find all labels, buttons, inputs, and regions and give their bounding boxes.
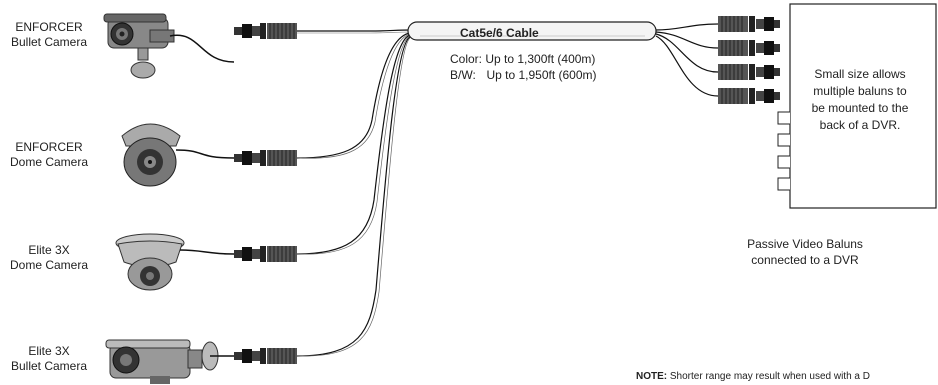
- camera-4-label: Elite 3X Bullet Camera: [10, 344, 88, 373]
- balun-camera-4: [233, 347, 298, 365]
- balun-camera-3: [233, 245, 298, 263]
- camera-2-label: ENFORCER Dome Camera: [9, 140, 89, 169]
- camera-3-lead: [179, 249, 235, 255]
- camera-1-label: ENFORCER Bullet Camera: [10, 20, 88, 49]
- dvr-balun-2: [717, 39, 781, 57]
- range-note: NOTE: Shorter range may result when used…: [636, 371, 870, 382]
- cable-color-range: Color: Up to 1,300ft (400m): [450, 52, 596, 66]
- dvr-description: Small size allows multiple baluns to be …: [811, 67, 909, 132]
- dvr-back-panel: [789, 3, 937, 209]
- camera-1-lead: [169, 34, 235, 63]
- balun-camera-2: [233, 149, 298, 167]
- dvr-balun-3: [717, 63, 781, 81]
- dvr-balun-4: [717, 87, 781, 105]
- elite-3x-bullet-camera-image: [105, 339, 219, 384]
- camera-2-lead: [175, 149, 235, 159]
- elite-3x-dome-camera-image: [115, 233, 185, 291]
- cable-bw-range: B/W: Up to 1,950ft (600m): [450, 68, 597, 82]
- enforcer-bullet-camera-image: [103, 13, 175, 79]
- camera-3-label: Elite 3X Dome Camera: [9, 243, 89, 272]
- dvr-empty-ports: [777, 111, 790, 191]
- balun-caption: Passive Video Baluns connected to a DVR: [747, 237, 863, 267]
- enforcer-dome-camera-image: [121, 123, 181, 187]
- balun-camera-1: [233, 22, 298, 40]
- dvr-balun-1: [717, 15, 781, 33]
- cable-title: Cat5e/6 Cable: [460, 26, 539, 40]
